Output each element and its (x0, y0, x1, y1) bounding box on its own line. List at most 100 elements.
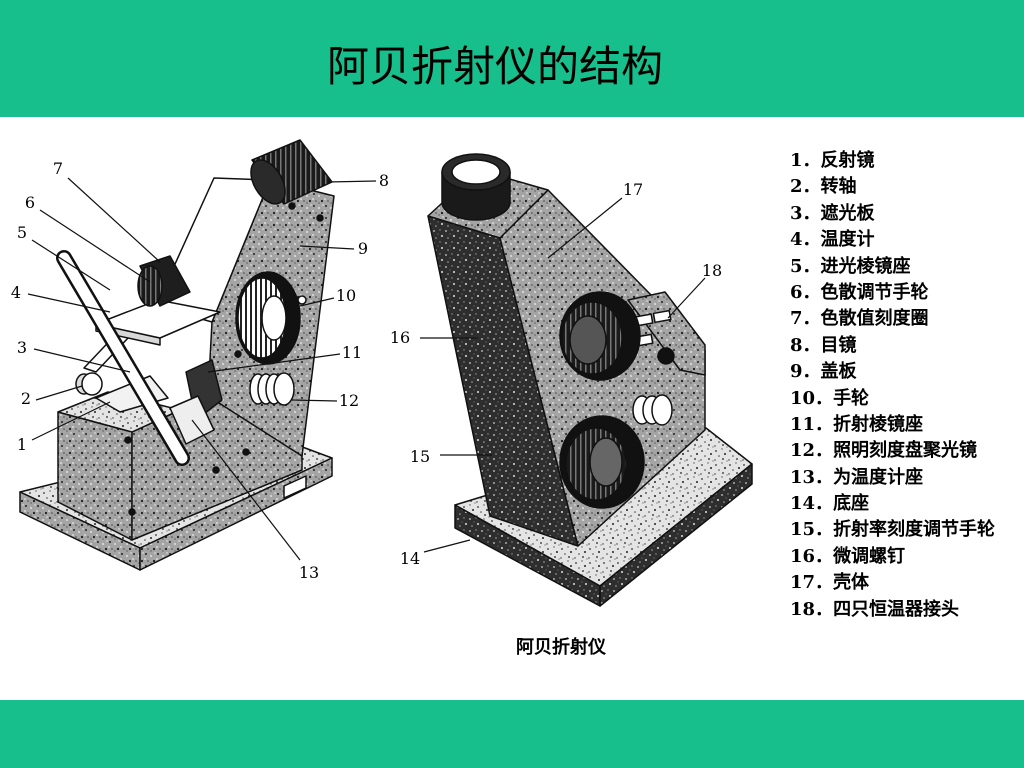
legend-item-label: 折射率刻度调节手轮 (833, 519, 996, 541)
legend-item-number: 10． (790, 387, 834, 409)
legend-item-number: 3． (790, 202, 821, 224)
legend-item-number: 1． (790, 150, 821, 171)
callout-labels: 1 2 3 4 5 6 7 8 9 10 11 12 13 14 15 16 1… (11, 159, 722, 582)
title-band: 阿贝折射仪的结构 (0, 0, 1024, 117)
legend-item-number: 14． (790, 493, 834, 515)
legend-item-label: 转轴 (820, 176, 857, 198)
legend-item-label: 色散值刻度圈 (820, 308, 929, 330)
screw (297, 295, 307, 305)
legend-item: 13．为温度计座 (790, 465, 1018, 491)
legend-item: 12．照明刻度盘聚光镜 (790, 438, 1018, 464)
leader-line-17 (547, 197, 623, 259)
callout-15: 15 (410, 447, 430, 466)
legend-item: 6．色散调节手轮 (790, 280, 1018, 306)
legend-item: 8．目镜 (790, 333, 1018, 359)
legend-item-label: 四只恒温器接头 (833, 598, 960, 620)
left-instrument (19, 139, 335, 571)
legend-item-number: 11． (790, 413, 834, 435)
screw (288, 202, 296, 210)
leader-line-12 (291, 399, 338, 402)
callout-6: 6 (25, 193, 35, 212)
callout-10: 10 (336, 286, 356, 305)
legend-item-label: 目镜 (820, 334, 857, 356)
legend-item: 17．壳体 (790, 570, 1018, 596)
legend-item-label: 遮光板 (820, 202, 875, 224)
dispersion-scale-ring (137, 265, 163, 307)
legend-item: 1．反射镜 (790, 148, 1018, 174)
leader-line-2 (35, 385, 83, 401)
legend-item-number: 9． (790, 361, 821, 383)
legend-item-label: 温度计 (820, 229, 875, 251)
fine-screw-ring-3 (651, 394, 673, 426)
leader-line-11 (207, 353, 341, 373)
thermostat-fitting (657, 347, 675, 365)
legend-item: 16．微调螺钉 (790, 544, 1018, 570)
right-instrument (427, 153, 753, 607)
leader-line-5 (31, 239, 111, 291)
legend-item: 11．折射棱镜座 (790, 412, 1018, 438)
callout-12: 12 (339, 391, 359, 410)
legend-item-number: 7． (790, 308, 821, 330)
legend-item-number: 8． (790, 334, 821, 356)
thermometer (58, 252, 188, 464)
leader-line-7 (67, 177, 161, 263)
callout-13: 13 (299, 563, 319, 582)
leader-line-9 (299, 245, 355, 250)
legend-item-number: 12． (790, 440, 834, 462)
legend-item: 4．温度计 (790, 227, 1018, 253)
upper-knob-face (569, 315, 607, 365)
screw (212, 466, 220, 474)
legend-item-label: 底座 (833, 493, 870, 515)
screw (124, 436, 132, 444)
legend-item: 14．底座 (790, 491, 1018, 517)
legend-item: 7．色散值刻度圈 (790, 306, 1018, 332)
legend-item-number: 13． (790, 466, 834, 488)
base-side (599, 463, 753, 607)
legend-item-label: 色散调节手轮 (820, 281, 929, 303)
callout-18: 18 (702, 261, 722, 280)
leader-line-18 (667, 277, 706, 319)
legend-item-number: 18． (790, 598, 834, 620)
screw (128, 508, 136, 516)
callout-8: 8 (379, 171, 389, 190)
legend-item-number: 2． (790, 176, 821, 198)
callout-1: 1 (17, 435, 27, 454)
legend-item: 18．四只恒温器接头 (790, 597, 1018, 623)
legend-item: 9．盖板 (790, 359, 1018, 385)
callout-9: 9 (358, 239, 368, 258)
legend-item-label: 照明刻度盘聚光镜 (833, 440, 978, 462)
callout-11: 11 (342, 343, 362, 362)
slide-title: 阿贝折射仪的结构 (326, 42, 663, 91)
figure-caption: 阿贝折射仪 (516, 637, 606, 658)
legend-item-label: 壳体 (833, 572, 870, 594)
callout-4: 4 (11, 283, 21, 302)
condenser-lens (273, 372, 295, 406)
legend-item: 3．遮光板 (790, 201, 1018, 227)
screw (316, 214, 324, 222)
leader-lines (27, 177, 706, 561)
callout-5: 5 (17, 223, 27, 242)
leader-line-1 (31, 401, 111, 441)
handwheel-face (261, 295, 287, 341)
leader-line-14 (423, 539, 471, 553)
legend-item: 2．转轴 (790, 174, 1018, 200)
leader-line-13 (191, 419, 301, 561)
legend-item-number: 16． (790, 545, 834, 567)
legend-item-number: 17． (790, 572, 834, 594)
legend-item-label: 手轮 (833, 387, 870, 409)
eyepiece-lens (451, 159, 501, 185)
base-plate-notch (283, 475, 307, 499)
callout-16: 16 (390, 328, 410, 347)
legend-item-label: 微调螺钉 (833, 545, 906, 567)
legend-item-number: 4． (790, 229, 821, 251)
callout-17: 17 (623, 180, 643, 199)
leader-line-4 (27, 293, 111, 313)
eyepiece-end (250, 159, 286, 205)
legend-item-label: 盖板 (820, 361, 857, 383)
legend-item: 5．进光棱镜座 (790, 254, 1018, 280)
callout-2: 2 (21, 389, 31, 408)
legend-item-label: 反射镜 (820, 150, 875, 171)
